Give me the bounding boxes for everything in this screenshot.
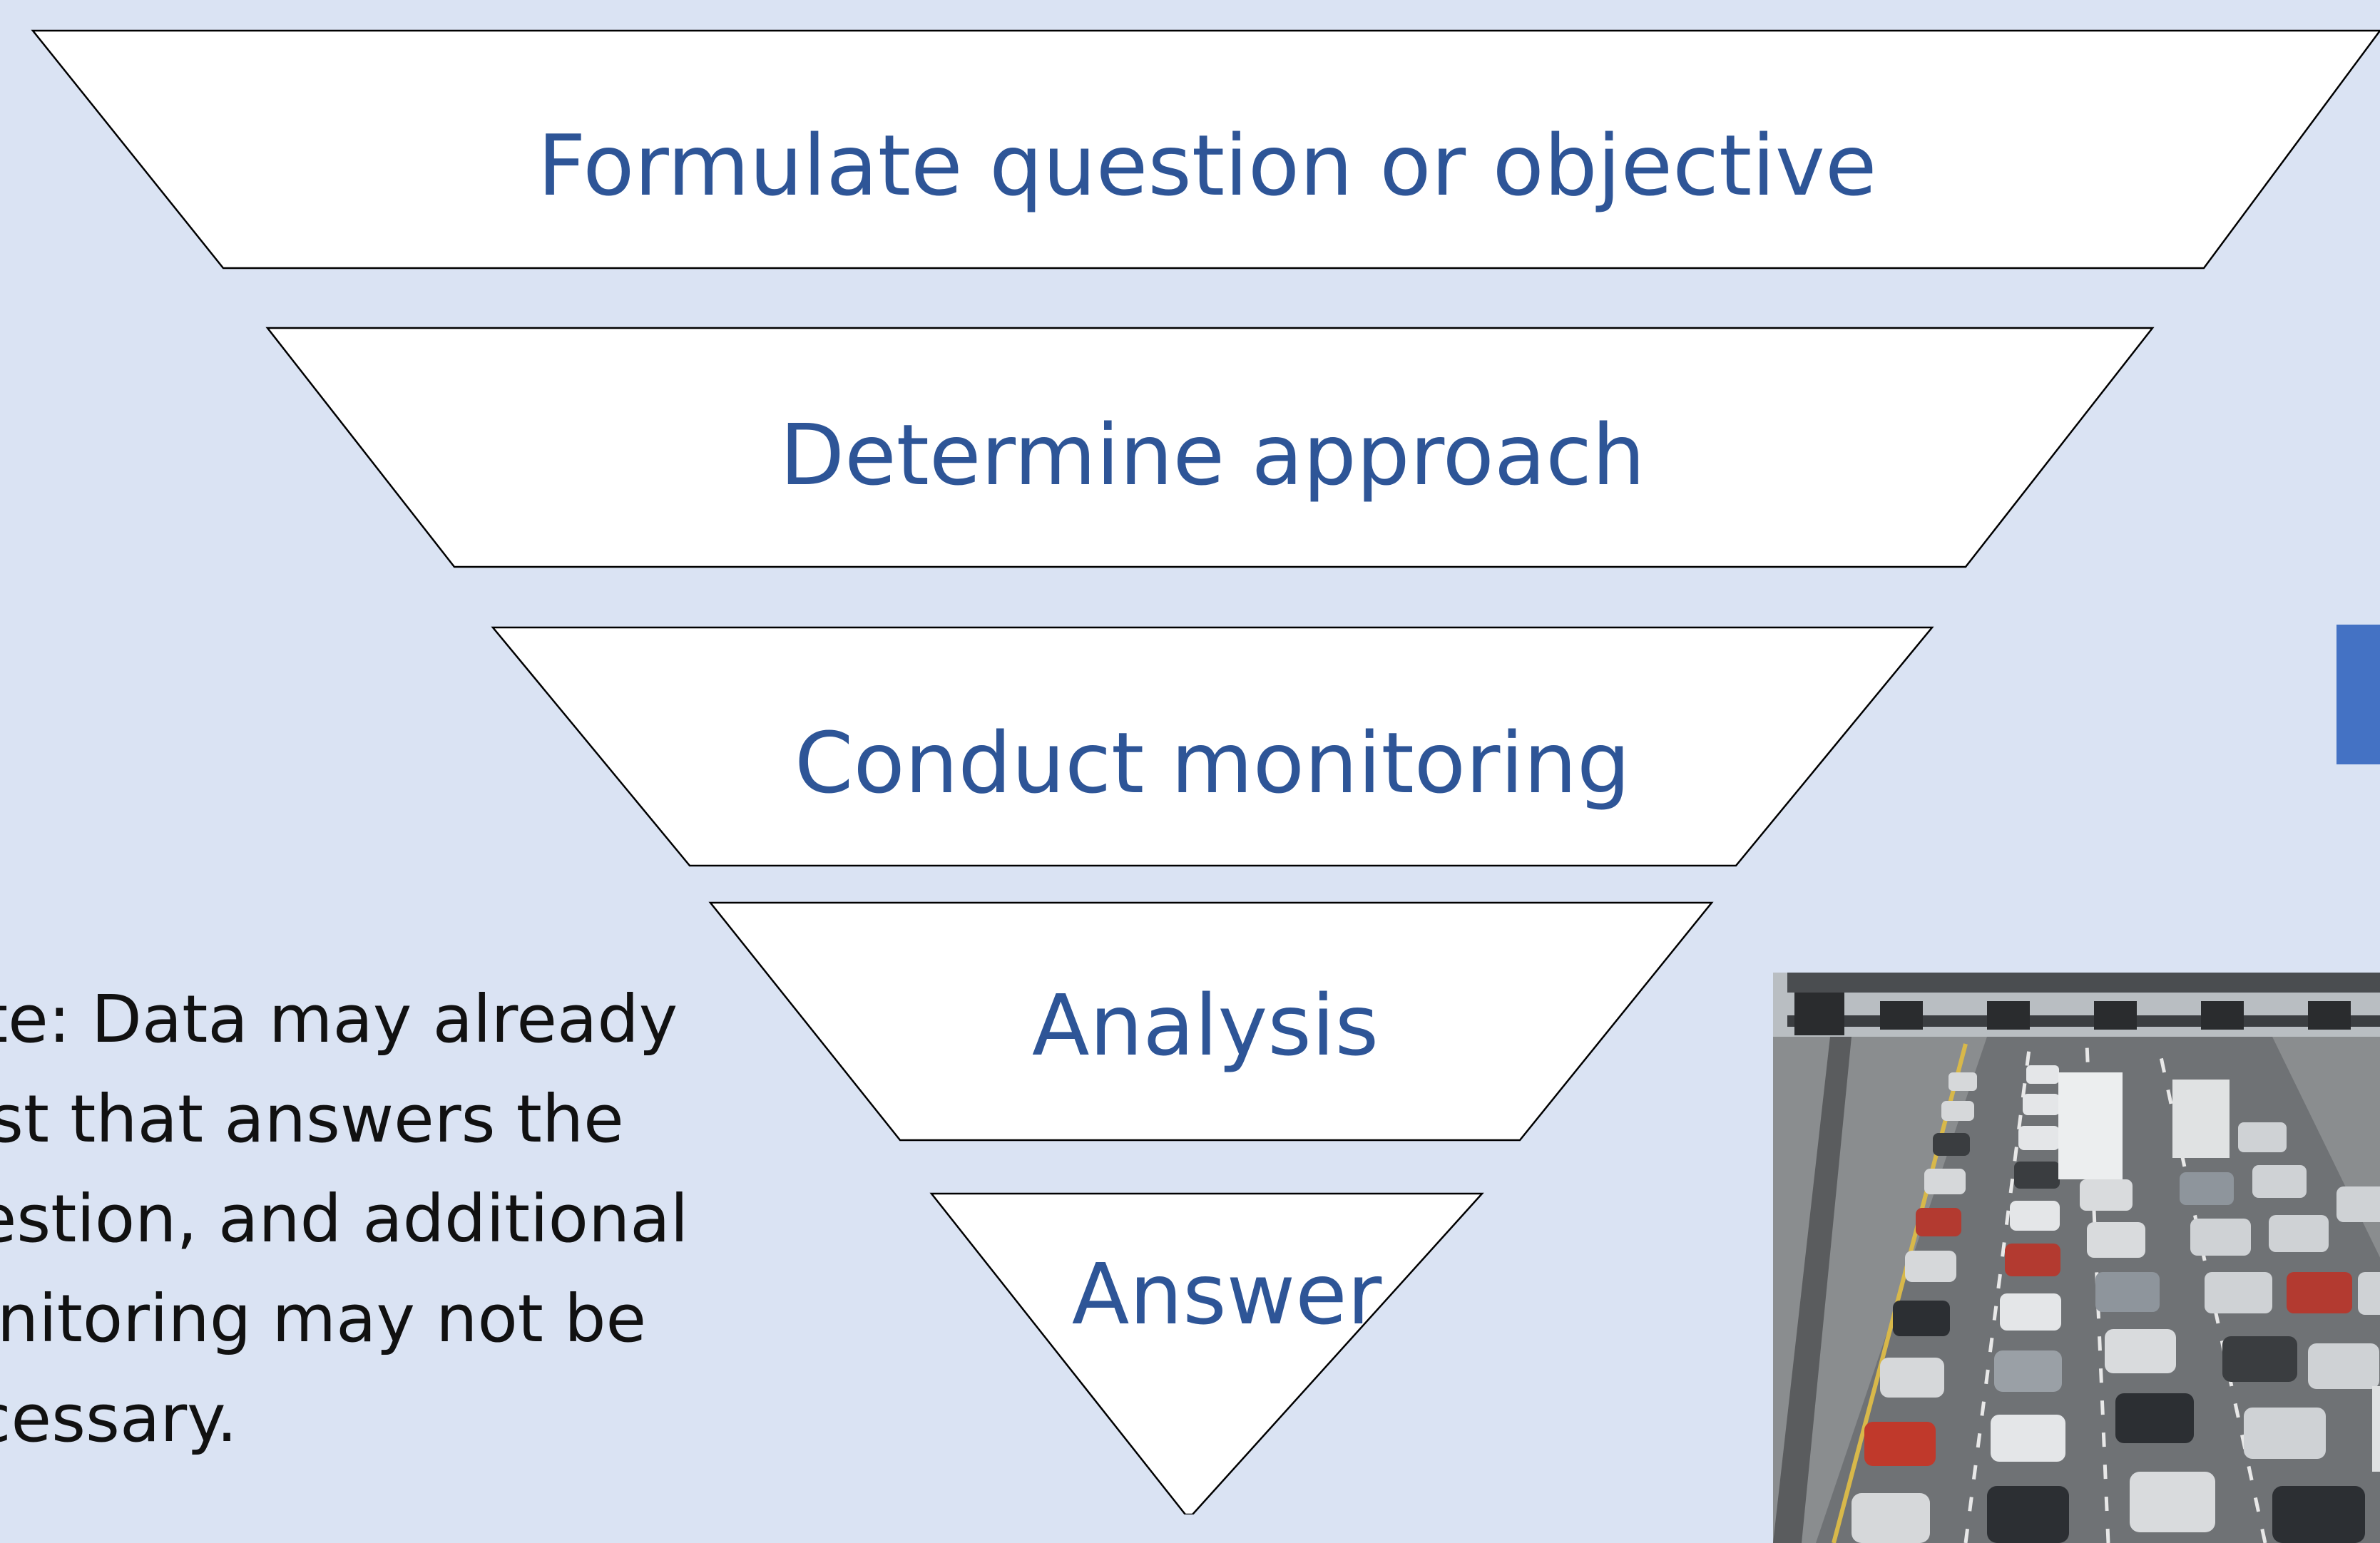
traffic-photo — [1773, 973, 2380, 1543]
note-line: monitoring may not be — [0, 1281, 647, 1357]
note-line: question, and additional — [0, 1181, 689, 1257]
traffic-photo-image — [1773, 973, 2380, 1543]
note-text: Note: Data may already exist that answer… — [0, 970, 749, 1469]
stage-label-analysis: Analysis — [1031, 976, 1379, 1075]
stage-label-answer: Answer — [1071, 1245, 1382, 1343]
stage-shape-monitoring — [491, 626, 1934, 867]
note-line: necessary. — [0, 1380, 238, 1457]
stage-label-approach: Determine approach — [780, 406, 1645, 504]
note-line: Note: Data may already — [0, 981, 678, 1057]
stage-label-formulate: Formulate question or objective — [537, 116, 1877, 215]
stage-shape-answer — [929, 1192, 1484, 1514]
stage-shape-analysis — [708, 901, 1714, 1142]
stage-label-monitoring: Conduct monitoring — [795, 714, 1630, 812]
stage-shape-approach — [265, 327, 2155, 568]
note-line: exist that answers the — [0, 1081, 624, 1157]
stage-shape-formulate — [31, 29, 2380, 270]
accent-tab — [2336, 625, 2380, 764]
